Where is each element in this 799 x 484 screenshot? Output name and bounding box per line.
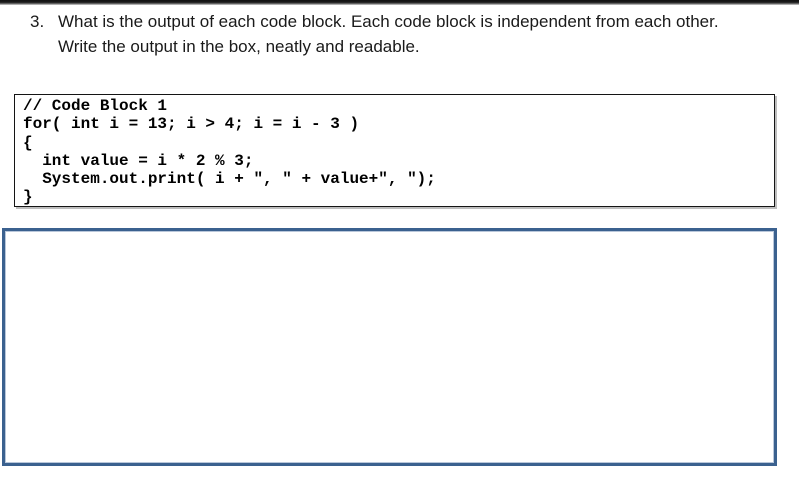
code-line-for-statement: for( int i = 13; i > 4; i = i - 3 ) xyxy=(23,115,360,134)
code-line-open-brace: { xyxy=(23,133,33,152)
code-line-value-declaration: int value = i * 2 % 3; xyxy=(23,151,254,170)
code-line-close-brace: } xyxy=(23,188,33,207)
code-line-comment: // Code Block 1 xyxy=(23,97,168,115)
question-3: 3. What is the output of each code block… xyxy=(30,9,719,59)
page-top-edge xyxy=(0,0,799,5)
question-line-1: What is the output of each code block. E… xyxy=(58,12,719,31)
question-number: 3. xyxy=(30,12,45,31)
answer-box[interactable] xyxy=(2,228,777,466)
code-block-1-box: // Code Block 1 for( int i = 13; i > 4; … xyxy=(14,94,775,207)
question-line-2: Write the output in the box, neatly and … xyxy=(58,37,420,56)
question-text: What is the output of each code block. E… xyxy=(58,9,719,59)
code-line-print-statement: System.out.print( i + ", " + value+", ")… xyxy=(23,170,436,189)
